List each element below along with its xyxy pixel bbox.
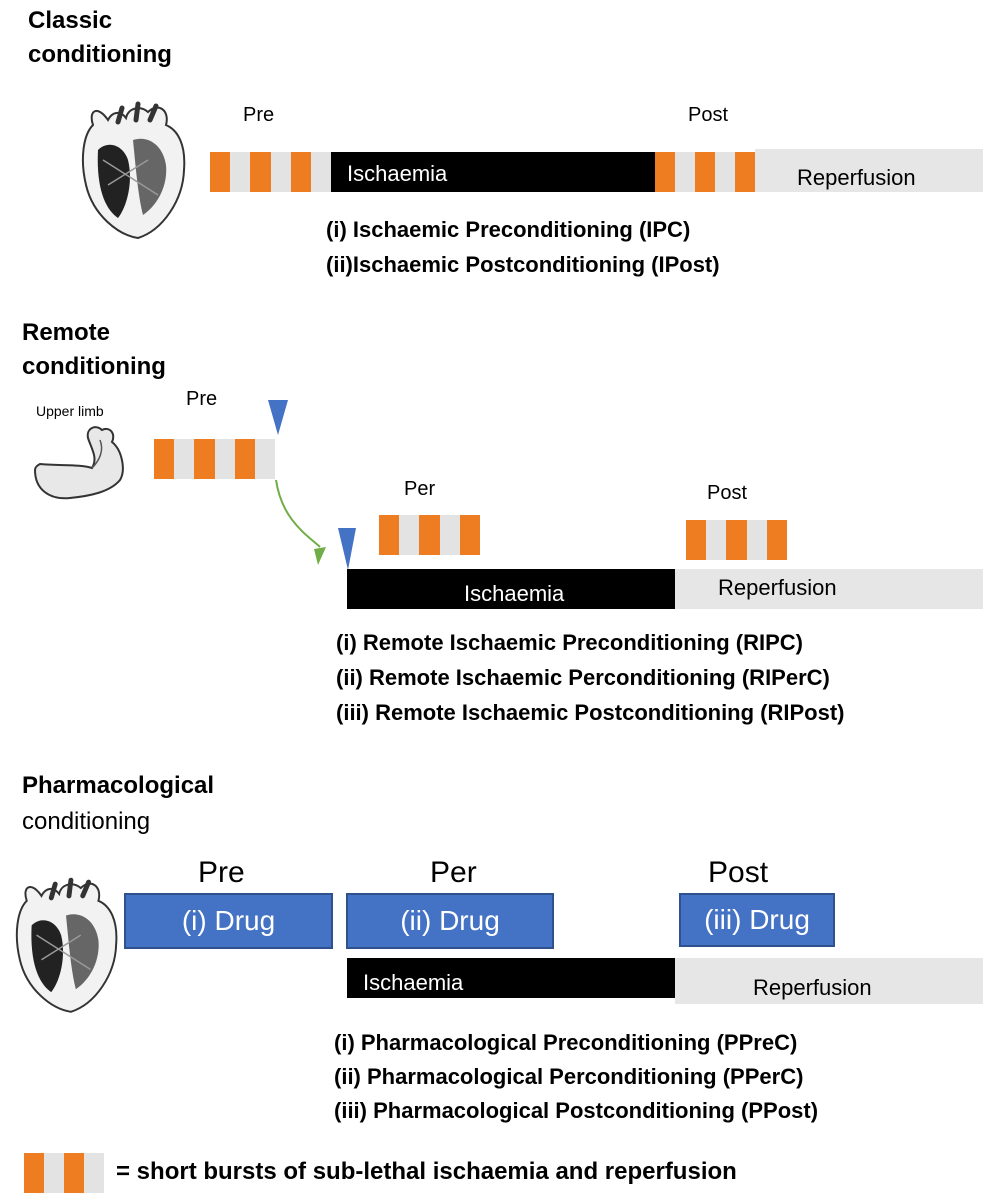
pharm-post-label: Post	[708, 856, 769, 889]
pharm-item-2: (ii) Pharmacological Perconditioning (PP…	[334, 1064, 804, 1089]
pharm-ischaemia-label: Ischaemia	[363, 970, 464, 995]
legend-text: = short bursts of sub-lethal ischaemia a…	[116, 1158, 737, 1185]
remote-ischaemia-bar: Ischaemia	[347, 569, 675, 609]
heart-icon	[81, 101, 186, 240]
remote-reperfusion-bar: Reperfusion	[675, 569, 983, 609]
classic-pre-bursts	[210, 152, 332, 192]
pharm-item-1: (i) Pharmacological Preconditioning (PPr…	[334, 1030, 798, 1055]
drug-box-per: (ii) Drug	[346, 893, 554, 949]
remote-title: Remote conditioning	[22, 316, 166, 384]
pharm-reperfusion-label: Reperfusion	[753, 975, 872, 1000]
classic-reperfusion-label: Reperfusion	[797, 165, 916, 190]
classic-reperfusion-bar: Reperfusion	[755, 149, 983, 192]
pharm-ischaemia-bar: Ischaemia	[347, 958, 675, 998]
pharm-title: Pharmacological conditioning	[22, 768, 214, 840]
classic-post-bursts	[655, 152, 755, 192]
pharm-title-line1: Pharmacological	[22, 772, 215, 799]
pharm-title-line2: conditioning	[22, 808, 151, 835]
classic-item-2: (ii)Ischaemic Postconditioning (IPost)	[326, 252, 720, 277]
remote-item-3: (iii) Remote Ischaemic Postconditioning …	[336, 700, 845, 725]
classic-item-1: (i) Ischaemic Preconditioning (IPC)	[326, 217, 691, 242]
pharm-pre-label: Pre	[198, 856, 245, 889]
classic-title: Classic conditioning	[28, 4, 172, 72]
classic-ischaemia-label: Ischaemia	[347, 161, 448, 186]
remote-post-label: Post	[707, 482, 748, 504]
arm-icon	[33, 426, 124, 500]
drug-box-post: (iii) Drug	[679, 893, 835, 947]
remote-pre-bursts	[154, 439, 276, 479]
ischaemia-marker-icon	[338, 528, 356, 570]
pharm-per-label: Per	[430, 856, 477, 889]
classic-title-line1: Classic	[28, 7, 113, 34]
pharm-reperfusion-bar: Reperfusion	[675, 958, 983, 1004]
pharm-item-3: (iii) Pharmacological Postconditioning (…	[334, 1098, 819, 1123]
arrowhead-icon	[314, 547, 326, 565]
remote-ischaemia-label: Ischaemia	[464, 581, 565, 606]
drug-box-pre: (i) Drug	[124, 893, 333, 949]
remote-title-line1: Remote	[22, 319, 111, 346]
remote-per-label: Per	[404, 478, 436, 500]
upper-limb-label: Upper limb	[36, 403, 104, 419]
remote-item-2: (ii) Remote Ischaemic Perconditioning (R…	[336, 665, 830, 690]
classic-ischaemia-bar: Ischaemia	[331, 152, 655, 192]
heart-icon-2	[15, 877, 118, 1013]
remote-per-bursts	[379, 515, 481, 555]
pharm-list: (i) Pharmacological Preconditioning (PPr…	[334, 1026, 818, 1128]
remote-item-1: (i) Remote Ischaemic Preconditioning (RI…	[336, 630, 803, 655]
remote-post-bursts	[686, 520, 788, 560]
remote-transfer-arrow	[268, 400, 356, 570]
classic-list: (i) Ischaemic Preconditioning (IPC) (ii)…	[326, 212, 720, 282]
remote-pre-label: Pre	[186, 388, 218, 410]
remote-list: (i) Remote Ischaemic Preconditioning (RI…	[336, 625, 845, 730]
classic-pre-label: Pre	[243, 104, 275, 126]
pre-marker-icon	[268, 400, 288, 435]
classic-title-line2: conditioning	[28, 41, 172, 68]
remote-title-line2: conditioning	[22, 353, 166, 380]
legend-burst-swatch	[24, 1153, 104, 1193]
remote-reperfusion-label: Reperfusion	[718, 575, 837, 600]
classic-post-label: Post	[688, 104, 729, 126]
